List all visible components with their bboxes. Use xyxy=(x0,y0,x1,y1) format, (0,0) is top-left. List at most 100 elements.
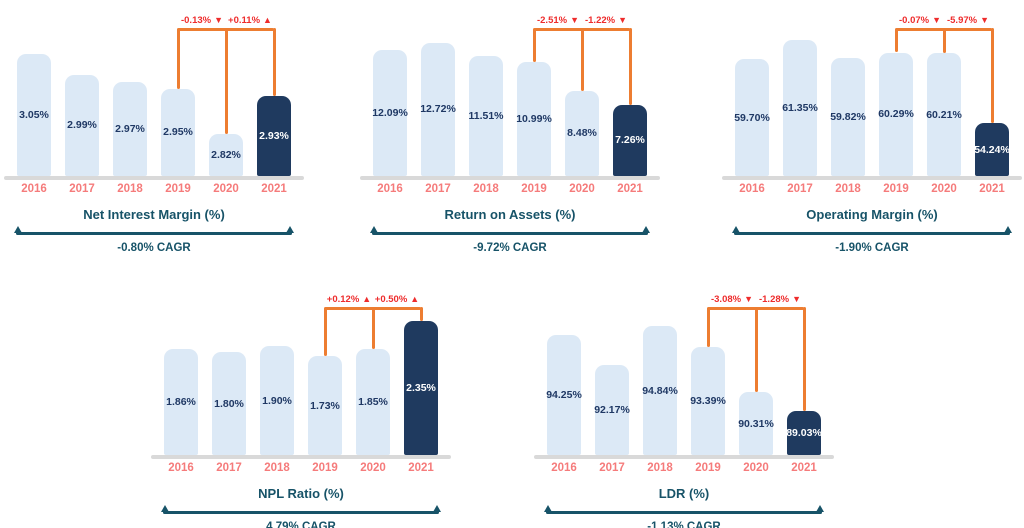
bracket-connector xyxy=(272,28,276,96)
chart-title: Operating Margin (%) xyxy=(806,207,938,222)
bar-2021: 2.35% xyxy=(404,320,438,455)
delta-down-icon: ▼ xyxy=(570,15,580,25)
bar-value-label: 1.73% xyxy=(310,399,340,412)
delta-down-icon: ▼ xyxy=(932,15,942,25)
delta-label: -5.97%▼ xyxy=(947,15,989,26)
bar-value-label: 1.80% xyxy=(214,397,244,410)
chart-return-on-assets: 12.09%12.72%11.51%10.99%8.48%7.26%-2.51%… xyxy=(360,15,660,254)
up-arrow-icon xyxy=(732,226,740,233)
bar-value-label: 2.99% xyxy=(67,119,97,132)
cagr-span-line xyxy=(163,511,439,514)
bar-value-label: 1.86% xyxy=(166,395,196,408)
year-label-2021: 2021 xyxy=(408,462,434,474)
delta-value: -3.08% xyxy=(710,294,742,305)
year-label-2017: 2017 xyxy=(787,183,813,195)
year-label-2018: 2018 xyxy=(835,183,861,195)
delta-label: +0.12%▲ xyxy=(327,294,371,305)
bracket-connector xyxy=(990,28,994,124)
x-axis-line xyxy=(360,176,660,180)
year-label-2018: 2018 xyxy=(117,183,143,195)
cagr-span-line xyxy=(734,232,1010,235)
year-label-2018: 2018 xyxy=(473,183,499,195)
chart-title: LDR (%) xyxy=(658,486,710,501)
year-label-2018: 2018 xyxy=(647,462,673,474)
bar-value-label: 2.93% xyxy=(259,129,289,142)
plot-area: 12.09%12.72%11.51%10.99%8.48%7.26%-2.51%… xyxy=(360,15,660,176)
bar-value-label: 1.90% xyxy=(262,394,292,407)
bracket-connector xyxy=(628,28,632,105)
x-axis-line xyxy=(722,176,1022,180)
delta-up-icon: ▲ xyxy=(410,294,420,304)
chart-ldr: 94.25%92.17%94.84%93.39%90.31%89.03%-3.0… xyxy=(534,294,834,528)
bracket-connector xyxy=(802,307,806,411)
up-arrow-icon xyxy=(642,226,650,233)
bar-value-label: 2.95% xyxy=(163,126,193,139)
delta-label: -1.28%▼ xyxy=(759,294,801,305)
bar-2016: 12.09% xyxy=(372,49,408,176)
bar-2018: 2.97% xyxy=(113,81,147,176)
delta-value: +0.11% xyxy=(228,15,261,26)
bar-value-label: 2.82% xyxy=(211,149,241,161)
bar-2020: 60.21% xyxy=(926,53,962,176)
bar-value-label: 2.97% xyxy=(115,122,145,135)
bracket-connector xyxy=(706,307,710,348)
year-label-2019: 2019 xyxy=(883,183,909,195)
bar-value-label: 8.48% xyxy=(567,127,597,140)
up-arrow-icon xyxy=(370,226,378,233)
delta-label: -0.07%▼ xyxy=(899,15,941,26)
bar-value-label: 3.05% xyxy=(19,108,49,121)
delta-label: +0.11%▲ xyxy=(228,15,272,26)
year-label-2019: 2019 xyxy=(521,183,547,195)
delta-down-icon: ▼ xyxy=(618,15,628,25)
cagr-span-arrow xyxy=(14,225,294,235)
up-arrow-icon xyxy=(433,505,441,512)
year-label-2016: 2016 xyxy=(168,462,194,474)
x-axis-line xyxy=(151,455,451,459)
delta-value: -0.13% xyxy=(180,15,212,26)
cagr-span-arrow xyxy=(544,504,824,514)
delta-up-icon: ▲ xyxy=(263,15,272,25)
cagr-span-arrow xyxy=(732,225,1012,235)
bar-2021: 89.03% xyxy=(786,410,822,455)
x-axis-line xyxy=(534,455,834,459)
plot-area: 1.86%1.80%1.90%1.73%1.85%2.35%+0.12%▲+0.… xyxy=(151,294,451,455)
bar-2020: 2.82% xyxy=(209,134,243,176)
cagr-span-line xyxy=(372,232,648,235)
bar-value-label: 12.72% xyxy=(420,103,456,116)
bar-value-label: 2.35% xyxy=(406,381,436,394)
delta-down-icon: ▼ xyxy=(980,15,990,25)
year-label-2016: 2016 xyxy=(21,183,47,195)
plot-area: 59.70%61.35%59.82%60.29%60.21%54.24%-0.0… xyxy=(722,15,1022,176)
up-arrow-icon xyxy=(161,505,169,512)
bar-2019: 1.73% xyxy=(308,356,342,455)
bar-value-label: 94.84% xyxy=(642,384,678,397)
bracket-connector xyxy=(176,28,180,89)
up-arrow-icon xyxy=(544,505,552,512)
delta-value: -1.22% xyxy=(584,15,616,26)
year-label-2017: 2017 xyxy=(599,462,625,474)
year-label-2021: 2021 xyxy=(261,183,287,195)
cagr-label: -1.90% CAGR xyxy=(835,242,909,254)
bar-value-label: 54.24% xyxy=(974,143,1010,156)
year-label-2020: 2020 xyxy=(360,462,386,474)
bar-2016: 59.70% xyxy=(734,59,770,176)
bar-2019: 10.99% xyxy=(516,62,552,176)
delta-label: -3.08%▼ xyxy=(711,294,753,305)
up-arrow-icon xyxy=(286,226,294,233)
year-label-2021: 2021 xyxy=(617,183,643,195)
up-arrow-icon xyxy=(816,505,824,512)
year-label-2019: 2019 xyxy=(165,183,191,195)
delta-value: +0.50% xyxy=(374,294,408,305)
cagr-label: -9.72% CAGR xyxy=(473,242,547,254)
year-label-2019: 2019 xyxy=(695,462,721,474)
chart-npl-ratio: 1.86%1.80%1.90%1.73%1.85%2.35%+0.12%▲+0.… xyxy=(151,294,451,528)
x-axis-line xyxy=(4,176,304,180)
delta-value: +0.12% xyxy=(326,294,360,305)
delta-down-icon: ▼ xyxy=(744,294,754,304)
year-label-2021: 2021 xyxy=(979,183,1005,195)
year-label-2020: 2020 xyxy=(931,183,957,195)
